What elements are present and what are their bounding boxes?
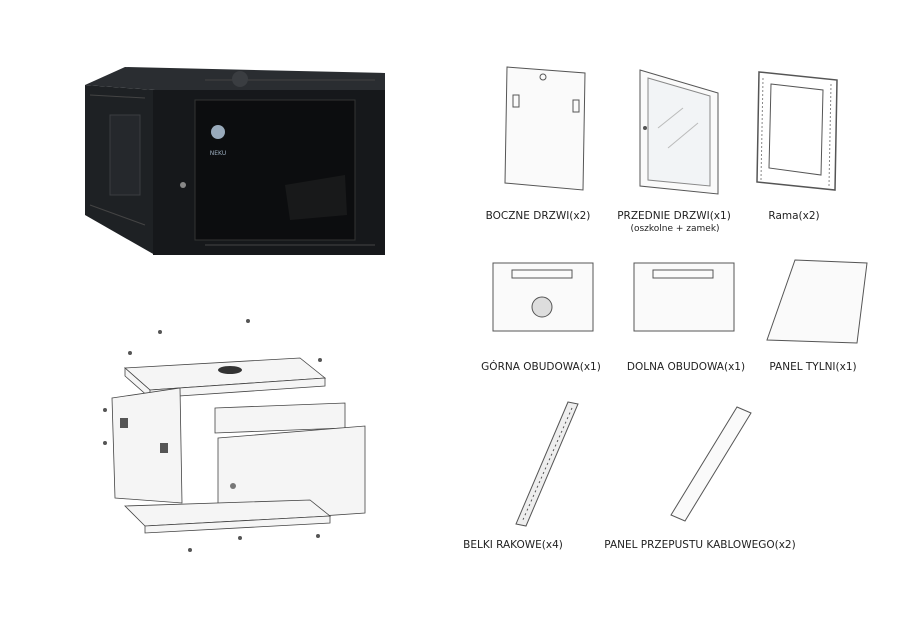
brand-logo: NEKU — [210, 150, 226, 157]
front-door-drawing — [639, 69, 719, 195]
part-label-rack-rails: BELKI RAKOWE(x4) — [463, 539, 563, 551]
part-label-front-door: PRZEDNIE DRZWI(x1) — [617, 210, 731, 222]
part-label-frame: Rama(x2) — [768, 210, 820, 222]
rear-panel-drawing — [766, 259, 868, 344]
part-label-cable-panel: PANEL PRZEPUSTU KABLOWEGO(x2) — [604, 539, 796, 551]
part-label-bottom-cover: DOLNA OBUDOWA(x1) — [626, 361, 746, 373]
cabinet-photo: NEKU — [85, 67, 385, 255]
side-door-drawing — [504, 66, 586, 191]
top-cover-drawing — [492, 262, 594, 332]
part-note-front-door: (oszkolne + zamek) — [630, 224, 720, 234]
exploded-view-drawing — [103, 319, 366, 552]
part-label-top-cover: GÓRNA OBUDOWA(x1) — [481, 361, 601, 373]
frame-drawing — [756, 71, 838, 191]
cable-panel-drawing — [670, 406, 752, 522]
bottom-cover-drawing — [633, 262, 735, 332]
part-label-rear-panel: PANEL TYLNI(x1) — [769, 361, 857, 373]
rack-rail-drawing — [515, 401, 579, 527]
part-label-side-doors: BOCZNE DRZWI(x2) — [485, 210, 591, 222]
